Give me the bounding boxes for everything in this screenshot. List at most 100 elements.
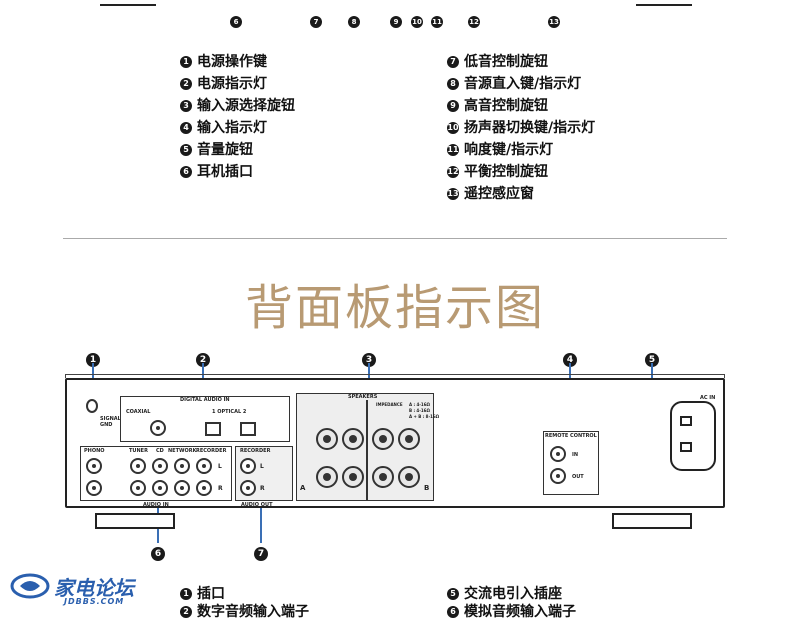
legend-text: 音量旋钮: [197, 142, 253, 158]
remote-out-label: OUT: [572, 474, 584, 480]
legend-text: 数字音频输入端子: [197, 604, 309, 620]
legend-text: 电源操作键: [197, 54, 267, 70]
remote-in-label: IN: [572, 452, 579, 458]
remote-in-jack[interactable]: [550, 446, 566, 462]
cd-r-jack[interactable]: [152, 480, 168, 496]
phono-label: PHONO: [84, 448, 105, 454]
watermark-logo-icon: [10, 572, 50, 600]
optical-1-port[interactable]: [205, 422, 221, 436]
section-title: 背面板指示图: [244, 280, 545, 336]
leader-line-7: [260, 505, 262, 543]
speaker-b-l-plus[interactable]: [398, 466, 420, 488]
signal-gnd-terminal[interactable]: [86, 399, 98, 413]
legend-text: 遥控感应窗: [464, 186, 534, 202]
impedance-a-label: A : 4-16Ω: [409, 402, 430, 407]
top-callout-7: 7: [310, 11, 322, 28]
audio-out-r-label: R: [260, 485, 265, 492]
top-callout-6: 6: [230, 11, 242, 28]
recorder-out-r-jack[interactable]: [240, 480, 256, 496]
impedance-label: IMPEDANCE: [376, 402, 403, 407]
legend-text: 电源指示灯: [197, 76, 267, 92]
ac-in-label: AC IN: [700, 395, 716, 401]
legend-text: 响度键/指示灯: [464, 142, 554, 158]
rear-callout-6: 6: [151, 543, 165, 561]
network-label: NETWORK: [168, 448, 197, 454]
legend-text: 低音控制旋钮: [464, 54, 548, 70]
rear-callout-4: 4: [563, 349, 577, 367]
section-divider: [63, 238, 727, 239]
network-r-jack[interactable]: [174, 480, 190, 496]
audio-in-label: AUDIO IN: [143, 502, 169, 508]
top-callout-13: 13: [548, 15, 560, 28]
cd-label: CD: [156, 448, 164, 454]
phono-r-jack[interactable]: [86, 480, 102, 496]
speaker-b-label: B: [424, 484, 430, 492]
legend-text: 扬声器切换键/指示灯: [464, 120, 596, 136]
rear-callout-7: 7: [254, 543, 268, 561]
audio-in-r-label: R: [218, 485, 223, 492]
recorder-out-l-jack[interactable]: [240, 458, 256, 474]
top-callout-10: 10: [411, 15, 423, 28]
signal-gnd-label: SIGNAL GND: [100, 416, 121, 428]
coaxial-label: COAXIAL: [126, 409, 151, 415]
front-panel-edge-right: [636, 0, 692, 6]
tuner-l-jack[interactable]: [130, 458, 146, 474]
speaker-b-r-plus[interactable]: [316, 466, 338, 488]
audio-in-block: [80, 446, 232, 501]
speaker-a-l-plus[interactable]: [398, 428, 420, 450]
rear-callout-3: 3: [362, 349, 376, 367]
speaker-b-l-minus[interactable]: [372, 466, 394, 488]
speaker-a-l-minus[interactable]: [372, 428, 394, 450]
ac-inlet[interactable]: [670, 401, 716, 471]
tuner-r-jack[interactable]: [130, 480, 146, 496]
legend-text: 音源直入键/指示灯: [464, 76, 582, 92]
legend-text: 输入源选择旋钮: [197, 98, 295, 114]
impedance-ab-label: A + B : 8-16Ω: [409, 414, 440, 419]
legend-text: 交流电引入插座: [464, 586, 562, 602]
ac-inlet-pin-bottom: [680, 442, 692, 452]
network-l-jack[interactable]: [174, 458, 190, 474]
rear-callout-2: 2: [196, 349, 210, 367]
speaker-a-label: A: [300, 484, 306, 492]
foot-right: [612, 513, 692, 529]
top-callout-12: 12: [468, 15, 480, 28]
speaker-a-r-plus[interactable]: [316, 428, 338, 450]
recorder-in-r-jack[interactable]: [196, 480, 212, 496]
remote-control-label: REMOTE CONTROL: [545, 433, 597, 439]
audio-in-l-label: L: [218, 463, 222, 470]
top-callout-8: 8: [348, 11, 360, 28]
recorder-out-label: RECORDER: [240, 448, 271, 454]
coaxial-jack[interactable]: [150, 420, 166, 436]
recorder-label: RECORDER: [196, 448, 227, 454]
legend-text: 插口: [197, 586, 225, 602]
top-callout-11: 11: [431, 15, 443, 28]
cd-l-jack[interactable]: [152, 458, 168, 474]
speakers-label: SPEAKERS: [348, 394, 378, 400]
legend-text: 平衡控制旋钮: [464, 164, 548, 180]
legend-text: 模拟音频输入端子: [464, 604, 576, 620]
recorder-in-l-jack[interactable]: [196, 458, 212, 474]
speaker-a-r-minus[interactable]: [342, 428, 364, 450]
speaker-b-r-minus[interactable]: [342, 466, 364, 488]
rear-callout-1: 1: [86, 349, 100, 367]
remote-control-block: [543, 431, 599, 495]
optical-2-port[interactable]: [240, 422, 256, 436]
optical-label: 1 OPTICAL 2: [212, 409, 247, 415]
remote-out-jack[interactable]: [550, 468, 566, 484]
watermark-title: 家电论坛: [54, 576, 134, 600]
rear-callout-5: 5: [645, 349, 659, 367]
phono-l-jack[interactable]: [86, 458, 102, 474]
audio-out-l-label: L: [260, 463, 264, 470]
digital-audio-in-block: [120, 396, 290, 442]
legend-text: 高音控制旋钮: [464, 98, 548, 114]
